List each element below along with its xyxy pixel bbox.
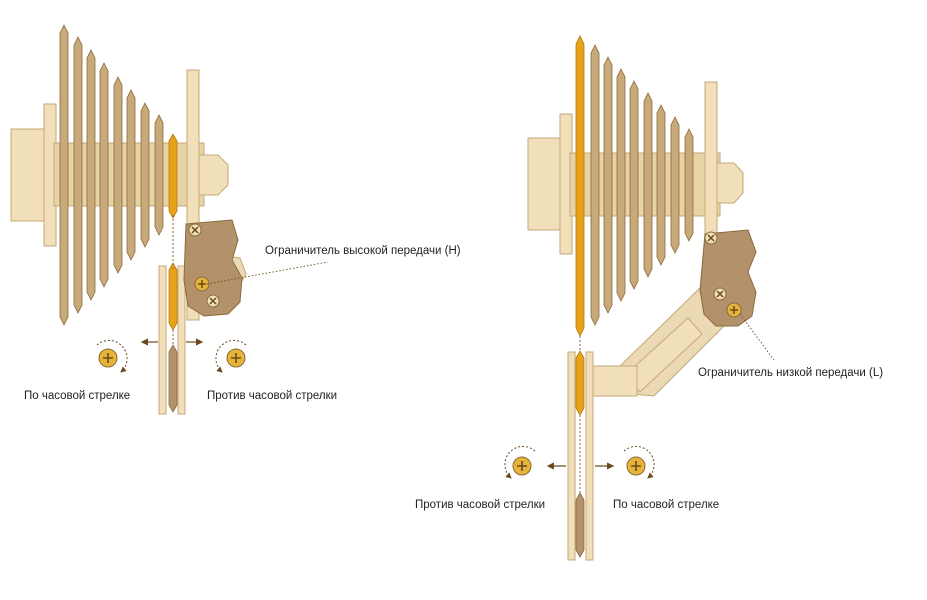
low-limit-label: Ограничитель низкой передачи (L) (698, 367, 883, 379)
right-sprocket (629, 80, 639, 290)
right-sprocket (616, 68, 626, 302)
right-h-limit-screw-icon (713, 287, 727, 301)
left-derailleur-cage (158, 215, 186, 415)
left-sprocket (154, 114, 164, 236)
right-clockwise-screw-icon (623, 445, 655, 479)
left-sprockets (59, 24, 164, 326)
left-sprocket (140, 102, 150, 248)
right-sprocket (643, 92, 653, 278)
right-cage-knuckle (592, 365, 638, 397)
left-h-limit-screw-icon (194, 276, 210, 292)
right-guide-pulley (575, 350, 585, 416)
right-sprockets (590, 44, 694, 326)
right-tension-pulley (575, 492, 585, 558)
left-cage-plate-inner (177, 265, 186, 415)
left-sprocket (126, 89, 136, 261)
left-mount-screw-icon (188, 223, 202, 237)
right-sprocket (603, 56, 613, 314)
right-axle-nut (716, 162, 744, 204)
left-clockwise-label: По часовой стрелке (24, 390, 130, 402)
left-tension-pulley (168, 344, 178, 413)
right-clockwise-label: По часовой стрелке (613, 499, 719, 511)
left-counterclockwise-label: Против часовой стрелки (207, 390, 337, 402)
left-l-limit-screw-icon (206, 294, 220, 308)
left-sprocket (99, 62, 109, 288)
left-bracket-body (183, 219, 243, 317)
right-derailleur-arm (592, 287, 733, 397)
right-cage-plate-inner (585, 351, 594, 561)
left-sprocket (59, 24, 69, 326)
right-bracket-body (699, 229, 757, 327)
right-counterclockwise-label: Против часовой стрелки (415, 499, 545, 511)
right-sprocket (590, 44, 600, 326)
right-cage-plate-outer (567, 351, 576, 561)
right-limit-bracket (699, 229, 757, 327)
left-sprocket (73, 36, 83, 314)
high-limit-label: Ограничитель высокой передачи (H) (265, 245, 461, 257)
left-cage-plate-outer (158, 265, 167, 415)
left-counterclockwise-screw-icon (215, 339, 247, 373)
right-sprocket (670, 116, 680, 254)
right-sprocket (684, 128, 694, 242)
right-derailleur-cage (567, 336, 594, 561)
high-limit-leader (206, 261, 329, 285)
left-active-sprocket (168, 133, 178, 219)
right-l-limit-screw-icon (726, 302, 742, 318)
right-active-sprocket (575, 35, 585, 337)
left-sprocket (86, 49, 96, 301)
low-limit-leader (739, 313, 775, 361)
right-counterclockwise-screw-icon (504, 445, 536, 479)
right-cassette-assembly (527, 35, 744, 337)
right-mount-screw-icon (704, 231, 718, 245)
left-clockwise-screw-icon (96, 339, 128, 373)
left-axle-nut (198, 154, 229, 196)
left-sprocket (113, 76, 123, 274)
left-guide-pulley (168, 262, 178, 331)
left-limit-bracket (183, 219, 247, 317)
right-sprocket (656, 104, 666, 266)
